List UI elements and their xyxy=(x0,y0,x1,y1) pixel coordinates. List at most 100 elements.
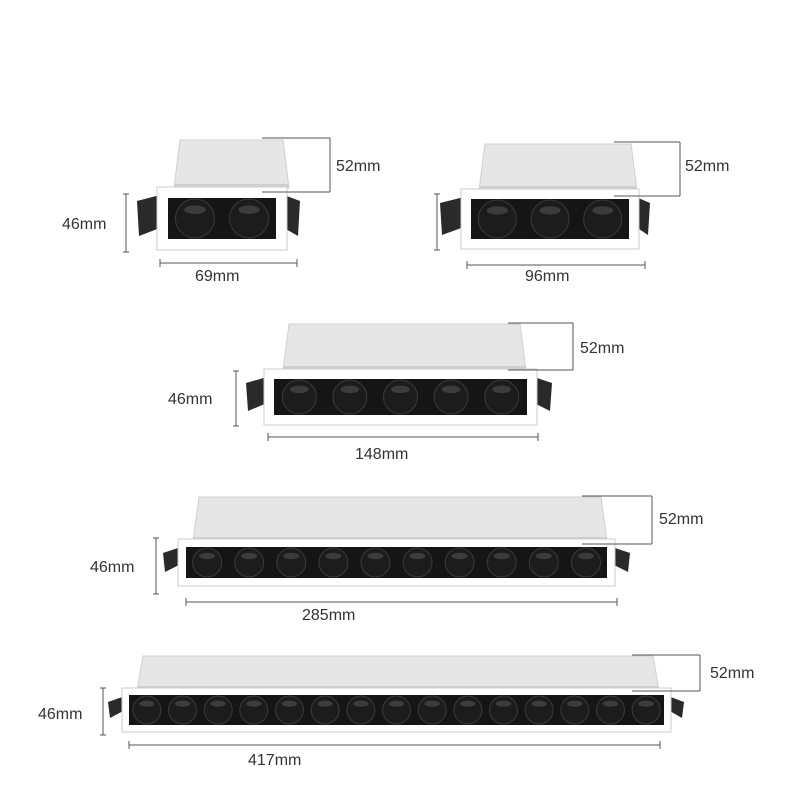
light-head-5-14 xyxy=(596,695,625,725)
head-highlight-3-5 xyxy=(492,385,512,394)
housing-shadow-1 xyxy=(174,184,289,188)
head-highlight-4-7 xyxy=(451,552,468,560)
head-highlight-5-5 xyxy=(281,700,298,707)
head-highlight-5-1 xyxy=(139,700,155,707)
housing-top-5 xyxy=(136,655,660,691)
left-clip-3 xyxy=(246,377,267,411)
right-clip-3 xyxy=(534,377,552,411)
light-head-1-2 xyxy=(229,198,269,239)
length-label-5: 417mm xyxy=(248,752,302,769)
depth-label-3: 52mm xyxy=(580,340,625,357)
right-clip-4 xyxy=(612,547,630,572)
head-highlight-5-8 xyxy=(388,700,405,707)
housing-top-4 xyxy=(192,496,608,542)
depth-label-2: 52mm xyxy=(685,158,730,175)
head-highlight-5-15 xyxy=(638,700,654,707)
head-highlight-2-1 xyxy=(486,206,508,215)
light-head-4-7 xyxy=(444,547,475,578)
light-head-5-5 xyxy=(275,695,304,725)
head-highlight-1-1 xyxy=(184,205,206,215)
light-head-4-9 xyxy=(528,547,559,578)
depth-label-1: 52mm xyxy=(336,158,381,175)
head-highlight-5-7 xyxy=(353,700,369,707)
height-label-5: 46mm xyxy=(38,706,83,723)
light-head-5-1 xyxy=(132,695,162,725)
light-head-4-10 xyxy=(570,547,601,578)
light-head-2-3 xyxy=(583,199,623,239)
light-head-5-6 xyxy=(310,695,340,725)
head-highlight-4-5 xyxy=(367,552,384,560)
light-head-4-5 xyxy=(360,547,391,578)
housing-top-3 xyxy=(282,323,527,371)
head-highlight-2-2 xyxy=(539,206,561,215)
left-clip-4 xyxy=(163,547,181,572)
head-highlight-5-2 xyxy=(174,700,191,707)
light-head-4-1 xyxy=(192,547,223,578)
head-highlight-4-6 xyxy=(409,552,426,560)
light-head-2-1 xyxy=(477,199,517,239)
light-head-5-13 xyxy=(560,695,590,725)
light-head-5-12 xyxy=(524,695,554,725)
height-label-3: 46mm xyxy=(168,391,213,408)
depth-label-5: 52mm xyxy=(710,665,755,682)
light-head-4-3 xyxy=(276,547,307,578)
head-highlight-5-11 xyxy=(495,700,512,707)
light-head-5-2 xyxy=(168,695,197,725)
light-head-5-9 xyxy=(417,695,447,725)
head-highlight-5-3 xyxy=(210,700,226,707)
housing-shadow-2 xyxy=(479,186,637,190)
head-highlight-4-1 xyxy=(199,552,216,560)
light-head-5-3 xyxy=(203,695,233,725)
height-label-1: 46mm xyxy=(62,216,107,233)
head-highlight-3-1 xyxy=(289,385,309,394)
light-head-3-4 xyxy=(433,379,469,415)
head-highlight-5-10 xyxy=(460,700,476,707)
length-label-4: 285mm xyxy=(302,607,356,624)
housing-top-1 xyxy=(173,139,290,189)
light-head-5-15 xyxy=(631,695,661,725)
light-head-5-10 xyxy=(453,695,483,725)
housing-shadow-3 xyxy=(283,366,526,370)
left-clip-5 xyxy=(108,696,125,718)
left-clip-1 xyxy=(137,195,160,236)
length-label-2: 96mm xyxy=(525,268,570,285)
light-head-4-4 xyxy=(318,547,349,578)
light-head-5-4 xyxy=(239,695,269,725)
head-highlight-3-2 xyxy=(340,385,360,394)
light-head-3-5 xyxy=(484,379,520,415)
head-highlight-4-9 xyxy=(535,552,552,560)
light-head-5-8 xyxy=(382,695,411,725)
light-head-3-2 xyxy=(332,379,368,415)
light-head-4-8 xyxy=(486,547,517,578)
head-highlight-5-13 xyxy=(567,700,583,707)
left-clip-2 xyxy=(440,197,464,235)
length-label-1: 69mm xyxy=(195,268,240,285)
housing-top-2 xyxy=(478,143,638,191)
light-head-1-1 xyxy=(175,198,215,239)
head-highlight-5-12 xyxy=(531,700,547,707)
head-highlight-4-3 xyxy=(283,552,300,560)
head-highlight-4-8 xyxy=(493,552,510,560)
light-head-5-11 xyxy=(489,695,518,725)
height-label-4: 46mm xyxy=(90,559,135,576)
head-highlight-4-10 xyxy=(577,552,594,560)
head-highlight-5-9 xyxy=(424,700,440,707)
head-highlight-5-6 xyxy=(317,700,333,707)
light-head-5-7 xyxy=(346,695,376,725)
head-highlight-4-2 xyxy=(241,552,258,560)
head-highlight-3-4 xyxy=(441,385,461,394)
length-label-3: 148mm xyxy=(355,446,409,463)
head-highlight-5-14 xyxy=(602,700,619,707)
head-highlight-5-4 xyxy=(246,700,262,707)
right-clip-5 xyxy=(668,696,684,718)
head-highlight-1-2 xyxy=(238,205,260,215)
head-highlight-2-3 xyxy=(592,206,614,215)
head-highlight-4-4 xyxy=(325,552,342,560)
light-head-2-2 xyxy=(530,199,570,239)
light-head-4-2 xyxy=(234,547,265,578)
right-clip-1 xyxy=(284,195,300,236)
light-head-3-1 xyxy=(281,379,317,415)
head-highlight-3-3 xyxy=(391,385,410,394)
